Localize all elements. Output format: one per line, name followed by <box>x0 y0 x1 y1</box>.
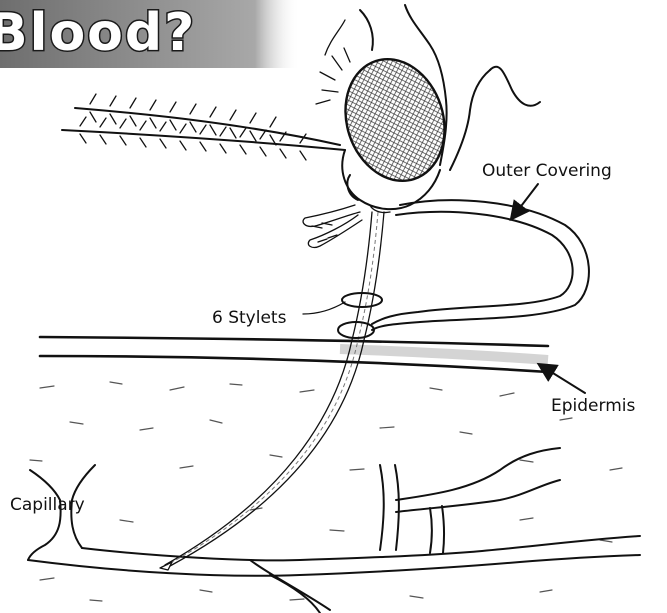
capillary-cross-a <box>430 508 432 553</box>
capillary-loop-top-a <box>396 448 560 500</box>
stylets-leader <box>303 302 345 314</box>
capillary-down-b <box>270 575 320 613</box>
label-outer-covering: Outer Covering <box>482 161 612 181</box>
capillary-left-branch <box>28 470 61 560</box>
outer-covering-inner-line <box>372 212 573 324</box>
skin-layers <box>40 337 548 372</box>
stylet-line-right <box>170 212 384 566</box>
stylets-bundle <box>160 212 384 570</box>
title-banner: Blood? <box>0 0 300 68</box>
mosquito-head <box>316 5 540 213</box>
upper-body-line <box>360 10 373 50</box>
skin-surface-line <box>40 337 548 346</box>
outer-covering-outer-line <box>372 200 589 330</box>
capillary-cross-b <box>442 506 444 553</box>
antenna-stub <box>325 20 345 55</box>
epidermis-stipple <box>340 349 548 360</box>
head-bristles <box>316 48 350 104</box>
stylet-line-left <box>165 212 372 565</box>
dermis-texture <box>30 382 622 601</box>
label-capillary: Capillary <box>10 495 85 515</box>
antennae <box>62 94 345 160</box>
page-title: Blood? <box>0 3 196 63</box>
capillary-vertical-b <box>395 465 399 550</box>
stylet-center-line <box>167 212 378 565</box>
epidermis-arrow <box>540 365 585 393</box>
label-stylets: 6 Stylets <box>212 308 287 328</box>
palp-upper <box>303 205 360 226</box>
palps <box>303 205 362 247</box>
thorax-line-right <box>450 70 490 170</box>
outer-covering <box>372 200 589 330</box>
antenna-hairs <box>80 94 306 160</box>
leg-fragment <box>490 67 540 106</box>
label-epidermis: Epidermis <box>551 396 635 416</box>
stylet-tip <box>160 562 172 570</box>
capillary-vertical-a <box>380 465 384 550</box>
capillary-main-upper <box>82 536 640 560</box>
